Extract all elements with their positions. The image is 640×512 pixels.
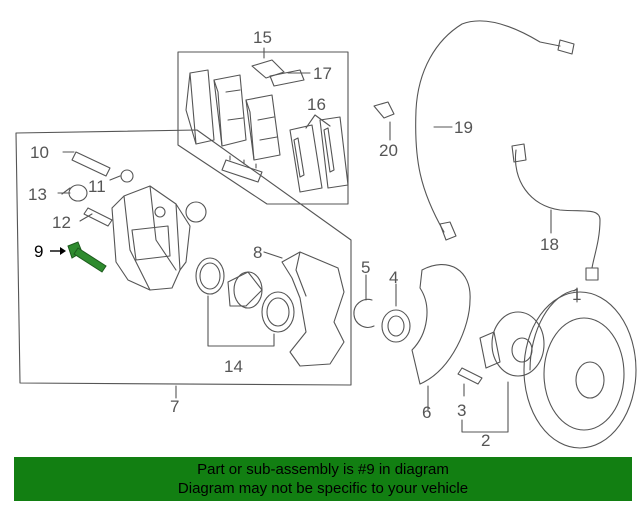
callout-13: 13 (28, 185, 47, 204)
callout-6: 6 (422, 403, 431, 422)
leader-lines (57, 47, 578, 433)
callout-11: 11 (88, 177, 106, 196)
callout-19: 19 (454, 118, 473, 137)
wheel-hub-drawing (457, 311, 545, 385)
guide-pin-drawing (61, 151, 207, 227)
brake-hose-drawing (511, 143, 601, 281)
callout-20: 20 (379, 141, 398, 160)
pad-kit-frame (177, 51, 349, 205)
caliper-body-drawing (111, 185, 191, 291)
notice-line-disclaimer: Diagram may not be specific to your vehi… (177, 480, 469, 497)
pad-shim-drawing (289, 116, 349, 193)
callout-5: 5 (361, 258, 370, 277)
callout-14: 14 (224, 357, 243, 376)
diagram-notice-banner: Part or sub-assembly is #9 in diagram Di… (14, 457, 632, 501)
caliper-bracket-drawing (281, 251, 345, 367)
callout-17: 17 (313, 64, 332, 83)
callout-18: 18 (540, 235, 559, 254)
brake-pad-drawing (185, 69, 281, 183)
callout-10: 10 (30, 143, 49, 162)
callout-7: 7 (170, 397, 179, 416)
wheel-bearing-drawing (381, 309, 411, 343)
harness-bracket-drawing (373, 101, 395, 119)
callout-3: 3 (457, 401, 466, 420)
highlighted-part-9-bolt (50, 241, 107, 273)
callout-16: 16 (307, 95, 326, 114)
snap-ring-drawing (353, 298, 375, 328)
callout-8: 8 (253, 243, 262, 262)
piston-seal-drawing (195, 257, 295, 333)
pad-clip-drawing (251, 59, 305, 87)
callout-4: 4 (389, 268, 398, 287)
dust-shield-drawing (411, 264, 471, 385)
callout-2: 2 (481, 431, 490, 450)
notice-line-part: Part or sub-assembly is #9 in diagram (197, 461, 449, 478)
exploded-parts-diagram: 1 2 3 4 5 6 7 8 9 10 11 12 13 14 15 16 1… (15, 20, 637, 450)
brake-rotor-drawing (523, 289, 637, 449)
callout-9: 9 (34, 242, 43, 261)
abs-sensor-harness-drawing (415, 20, 575, 241)
caliper-assembly-frame (15, 129, 352, 386)
callout-12: 12 (52, 213, 71, 232)
callout-1: 1 (572, 285, 581, 304)
callout-15: 15 (253, 28, 272, 47)
